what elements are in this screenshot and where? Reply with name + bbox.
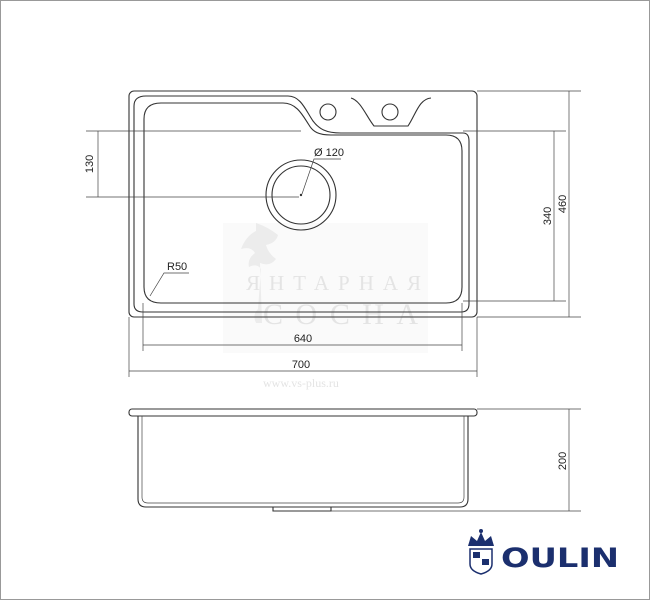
dim-overall-width: 700: [292, 359, 310, 371]
outer-rim: [128, 90, 478, 318]
side-flange: [128, 408, 478, 417]
oulin-logo: OULIN: [468, 529, 619, 575]
dim-bowl-width: 640: [294, 333, 312, 345]
drain-outer: [265, 159, 337, 231]
watermark-url: www.vs-plus.ru: [263, 376, 339, 390]
dim-corner-radius: R50: [167, 261, 187, 273]
top-view: [128, 90, 478, 318]
dim-bowl-depth: 340: [542, 207, 554, 225]
dimensions-top: 130 340 460 640 700 Ø 120 R50: [84, 90, 581, 377]
dim-height: 200: [557, 452, 569, 470]
crest-icon: [468, 529, 494, 575]
dim-overall-depth: 460: [557, 195, 569, 213]
watermark: ЯНТАРНАЯ СОСНА www.vs-plus.ru: [223, 223, 428, 390]
tree-watermark-icon: [241, 223, 278, 323]
brand-name: OULIN: [501, 543, 619, 574]
faucet-deck: [350, 97, 432, 127]
dim-drain-offset: 130: [84, 155, 96, 173]
side-view: 200: [128, 408, 581, 512]
dim-drain-diameter: Ø 120: [314, 147, 344, 159]
bowl-outline: [143, 102, 463, 304]
side-body: [137, 416, 469, 508]
drain-inner: [271, 165, 331, 225]
faucet-hole-1: [319, 103, 337, 121]
side-drain: [272, 507, 332, 512]
faucet-hole-2: [381, 103, 399, 121]
inner-rim: [133, 95, 470, 313]
